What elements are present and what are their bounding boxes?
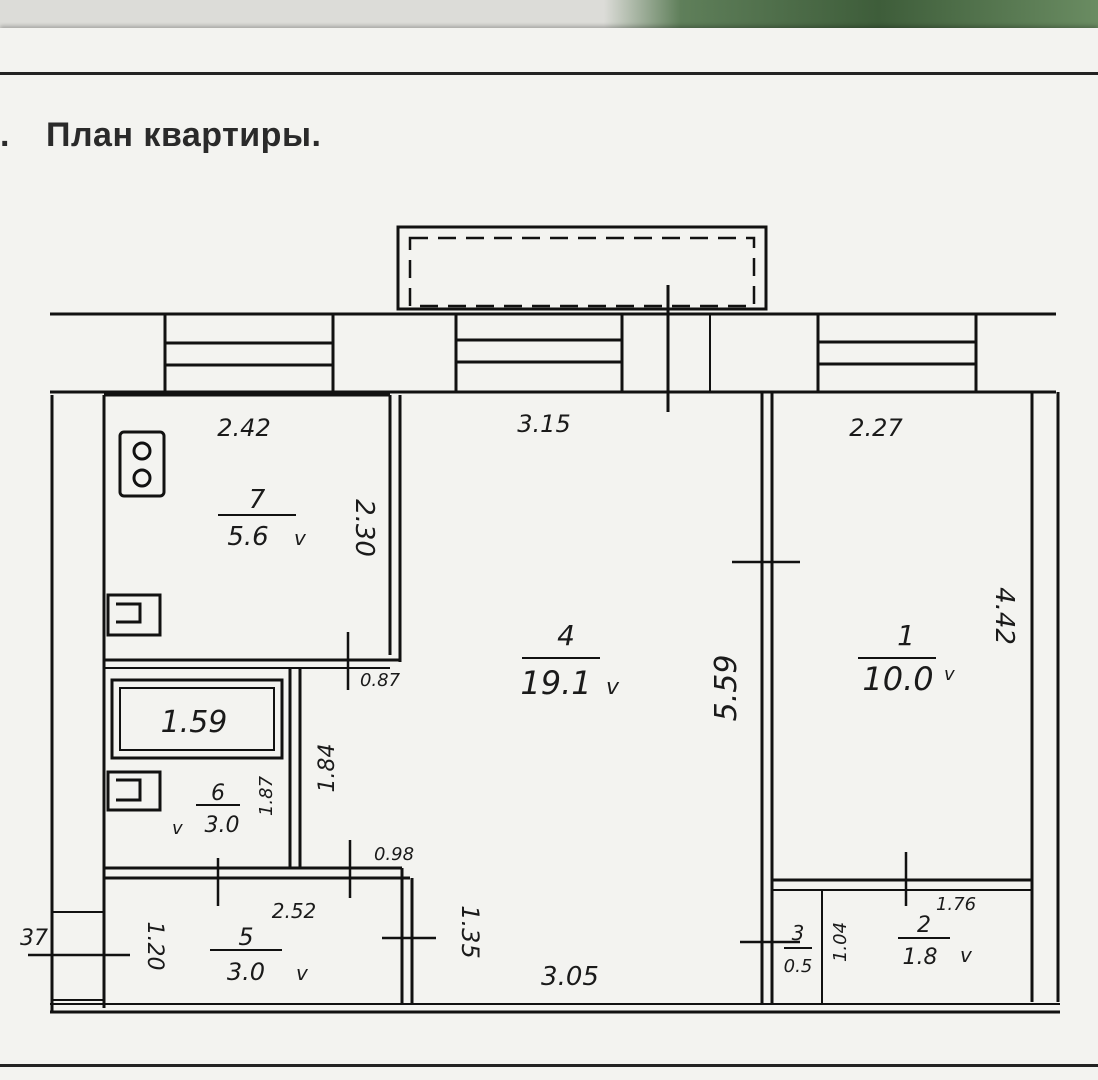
dimension-label: 1.04 [830,922,851,962]
room-number: 5 [238,923,253,951]
room-mark: v [294,526,307,550]
dimension-label: 2.27 [849,414,903,442]
dimension-label: 1.35 [456,905,484,958]
dimension-label: 4.42 [989,587,1019,645]
bottom-rule [0,1064,1098,1067]
dimension-label: 2.52 [272,899,317,923]
heading-number: . [0,116,10,154]
dimension-label: 2.42 [217,414,270,442]
dimension-label: 1.20 [142,922,167,971]
room-number: 2 [917,913,931,938]
window [163,312,335,394]
room-mark: v [172,818,183,839]
dimension-label: 5.59 [709,655,744,722]
document-sheet: . План квартиры. [0,28,1098,1080]
room-number: 1 [897,619,915,652]
room-number: 6 [211,781,225,806]
top-rule [0,72,1098,75]
dimension-label: 3.15 [517,410,570,438]
room-mark: v [606,675,620,700]
room-area: 19.1 [520,664,591,702]
room-area: 3.0 [205,813,240,838]
dimension-label: 37 [20,926,48,951]
dimension-label: 2.30 [349,499,379,557]
room-number: 4 [557,619,575,652]
heading-title: План квартиры. [46,116,322,154]
window [816,312,978,394]
sink-icon [106,593,162,637]
room-area: 0.5 [784,956,813,977]
dimension-label: 3.05 [541,962,599,992]
room-area: 10.0 [862,660,933,698]
stove-icon [118,430,166,498]
page-heading: . План квартиры. [0,116,321,155]
room-area: 1.8 [903,945,938,970]
room-area: 3.0 [227,958,265,986]
dimension-label: 1.84 [315,744,340,793]
washbasin-icon [106,770,162,812]
room-area: 5.6 [227,522,268,552]
room-mark: v [944,664,955,685]
room-number: 7 [249,485,266,515]
background-strip [0,0,1098,30]
balcony-outline [396,225,768,311]
room-mark: v [960,943,973,967]
dimension-label: 1.87 [256,775,277,816]
dimension-label: 1.59 [161,705,228,740]
dimension-label: 0.87 [360,670,401,691]
dimension-label: 1.76 [936,894,976,915]
room-number: 3 [792,921,805,945]
balcony-dashed [408,236,756,308]
dimension-label: 0.98 [374,844,414,865]
window [454,312,624,394]
bathtub-icon [110,678,284,760]
room-mark: v [296,961,309,985]
